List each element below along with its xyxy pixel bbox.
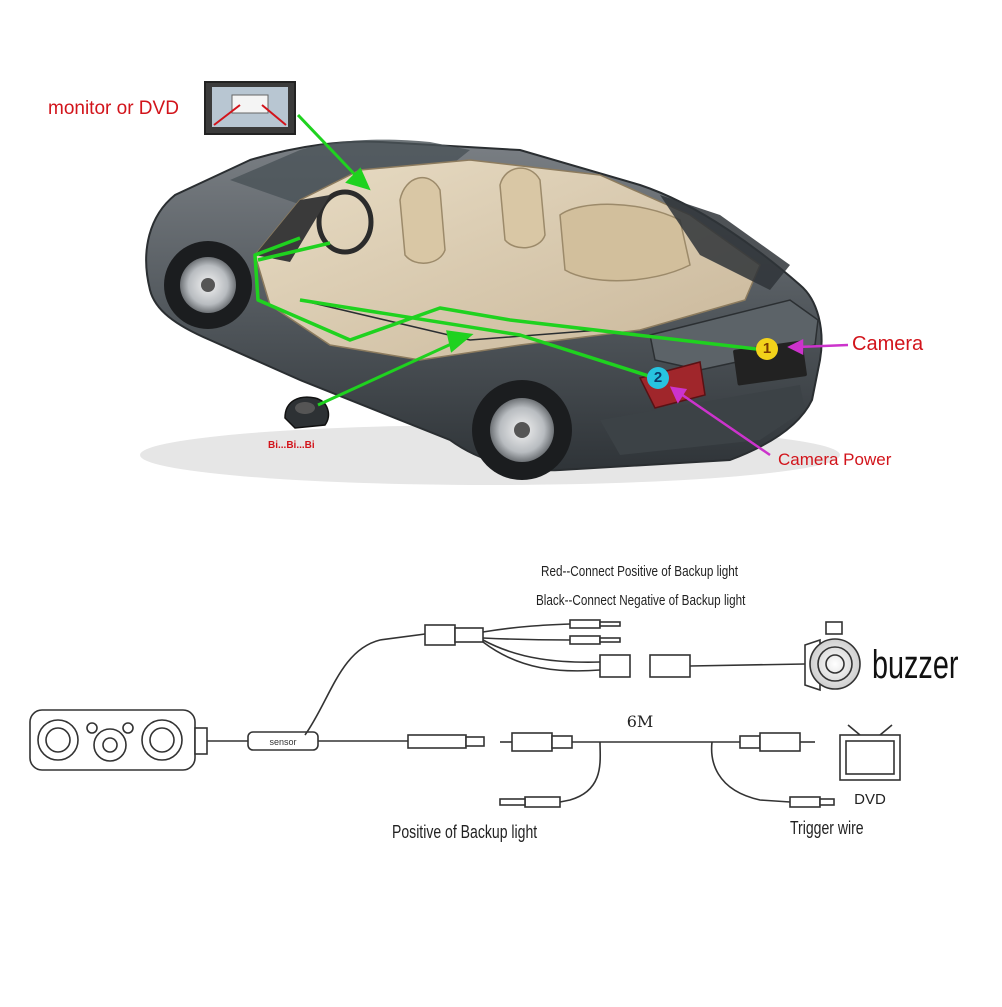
positive-branch <box>559 741 602 803</box>
monitor-pointer-line <box>296 113 362 182</box>
buzzer-cable <box>689 663 806 667</box>
monitor-label: monitor or DVD <box>48 98 179 119</box>
camera-label: Camera <box>852 333 924 355</box>
sensor-pointer-line <box>317 338 461 407</box>
harness-connector <box>424 624 456 646</box>
sensor-box-text: sensor <box>269 737 296 747</box>
parking-sensor <box>284 396 330 429</box>
tail-light <box>638 361 706 409</box>
black-wire-note: Black--Connect Negative of Backup light <box>536 592 746 609</box>
rear-bumper <box>600 385 805 455</box>
buzzer-device <box>804 621 861 692</box>
rca-collar-left <box>551 735 573 749</box>
cable-length-label: 6M <box>627 712 654 731</box>
red-wire-tip <box>599 621 621 627</box>
main-plug-body <box>407 734 467 749</box>
red-wire <box>482 623 571 633</box>
dvd-monitor-icon <box>839 724 901 781</box>
power-pointer-head <box>669 386 688 404</box>
buzzer-plug-male <box>649 654 691 678</box>
trigger-branch <box>710 741 791 803</box>
power-pointer-line <box>677 390 771 457</box>
wiring-schematic <box>29 619 901 808</box>
front-seat-right <box>499 167 546 249</box>
dvd-label: DVD <box>854 791 886 808</box>
camera-pointer-line <box>797 343 849 349</box>
rca-plug-right <box>759 732 801 752</box>
steering-wheel <box>316 189 374 255</box>
route-camera-to-monitor <box>253 236 766 352</box>
buzzer-plug-female <box>599 654 631 678</box>
main-plug-tip <box>465 736 485 747</box>
harness-sleeve <box>454 627 484 643</box>
cable-up-to-harness <box>304 633 426 736</box>
rca-collar-right <box>739 735 761 749</box>
monitor-thumbnail <box>204 81 296 135</box>
trigger-wire-label: Trigger wire <box>790 818 864 838</box>
red-wire-terminal <box>569 619 601 629</box>
black-wire-terminal <box>569 635 601 645</box>
camera-pointer-head <box>787 338 804 356</box>
red-wire-note: Red--Connect Positive of Backup light <box>541 563 739 580</box>
power-badge: 2 <box>647 367 669 389</box>
positive-backup-label: Positive of Backup light <box>392 822 538 842</box>
trigger-terminal <box>789 796 821 808</box>
beep-label: Bi...Bi...Bi <box>268 440 315 451</box>
wiring-route <box>253 236 766 380</box>
rear-hub <box>514 422 530 438</box>
front-hub <box>201 278 215 292</box>
rear-window <box>660 195 790 290</box>
black-wire-tip <box>599 637 621 643</box>
green-pointers <box>296 113 474 407</box>
front-seat-left <box>399 176 446 264</box>
license-plate <box>733 340 807 386</box>
buzzer-label: buzzer <box>872 643 959 687</box>
door-line <box>299 299 601 341</box>
rca-plug-left <box>511 732 553 752</box>
dashboard <box>255 195 330 262</box>
trigger-tip <box>819 798 835 806</box>
buzzer-lead-a <box>482 639 601 663</box>
route-power <box>299 298 656 380</box>
black-wire <box>482 637 571 641</box>
magenta-pointers <box>669 338 849 457</box>
camera-unit <box>29 709 208 771</box>
positive-terminal <box>524 796 561 808</box>
monitor-pointer-head <box>345 167 371 191</box>
camera-badge: 1 <box>756 338 778 360</box>
rear-bench <box>559 203 691 282</box>
sensor-pointer-head <box>446 330 474 353</box>
buzzer-lead-b <box>482 641 601 672</box>
camera-power-label: Camera Power <box>778 450 892 469</box>
route-dash-loop <box>257 241 331 262</box>
car-illustration <box>140 139 840 485</box>
positive-tip <box>499 798 526 806</box>
